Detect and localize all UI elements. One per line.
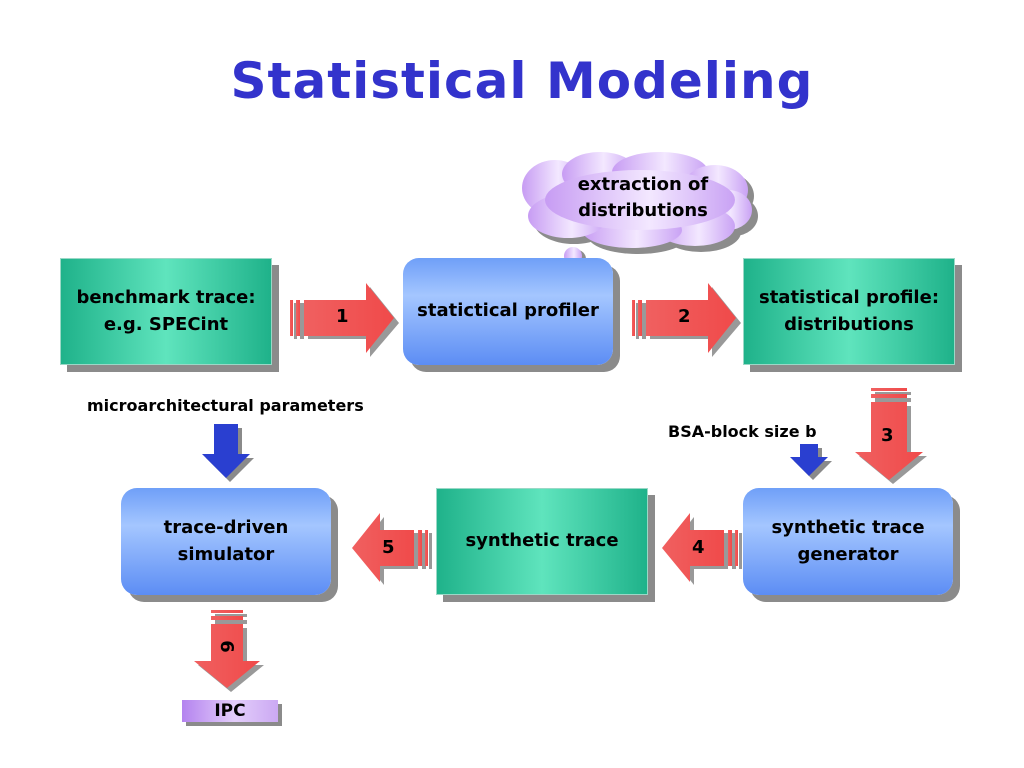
arrow-4-label: 4	[692, 537, 705, 558]
statistical-profiler-box: statictical profiler	[403, 258, 613, 365]
cloud-line-1: extraction of	[577, 174, 709, 195]
synthetic-trace-box: synthetic trace	[436, 488, 648, 595]
arrow-3-label: 3	[881, 425, 894, 446]
synthetic-trace-generator-box: synthetic trace generator	[743, 488, 953, 595]
arrow-6-label: 6	[215, 640, 237, 653]
arrow-6	[194, 610, 264, 692]
arrow-5	[352, 513, 432, 585]
arrow-3	[855, 388, 927, 484]
slide-title: Statistical Modeling	[230, 52, 814, 110]
generator-line-2: generator	[797, 543, 899, 565]
arrow-1	[290, 283, 399, 357]
thought-cloud	[522, 152, 758, 291]
benchmark-line-1: benchmark trace:	[76, 287, 256, 309]
arrow-5-label: 5	[382, 537, 395, 558]
arrow-4	[662, 513, 742, 585]
benchmark-line-2: e.g. SPECint	[103, 313, 229, 335]
statistical-profile-box: statistical profile: distributions	[743, 258, 955, 365]
microarchitectural-parameters-label: microarchitectural parameters	[87, 396, 364, 415]
arrow-2-label: 2	[678, 306, 691, 327]
arrow-1-label: 1	[336, 306, 349, 327]
profiler-line-1: statictical profiler	[417, 300, 599, 322]
simulator-line-1: trace-driven	[163, 517, 289, 539]
cloud-line-2: distributions	[578, 200, 708, 222]
benchmark-trace-box: benchmark trace: e.g. SPECint	[60, 258, 272, 365]
arrow-2	[632, 283, 741, 357]
cloud-label: extraction of distributions	[558, 172, 728, 224]
blue-arrow-bsa	[790, 444, 832, 480]
profile-line-2: distributions	[784, 313, 914, 335]
bsa-block-size-label: BSA-block size b	[668, 422, 817, 441]
ipc-output-box: IPC	[182, 700, 278, 722]
profile-line-1: statistical profile:	[758, 287, 940, 309]
generator-line-1: synthetic trace	[771, 517, 925, 539]
simulator-line-2: simulator	[177, 543, 275, 565]
blue-arrow-params	[202, 424, 254, 482]
trace-driven-simulator-box: trace-driven simulator	[121, 488, 331, 595]
synthetic-trace-line-1: synthetic trace	[465, 530, 619, 552]
